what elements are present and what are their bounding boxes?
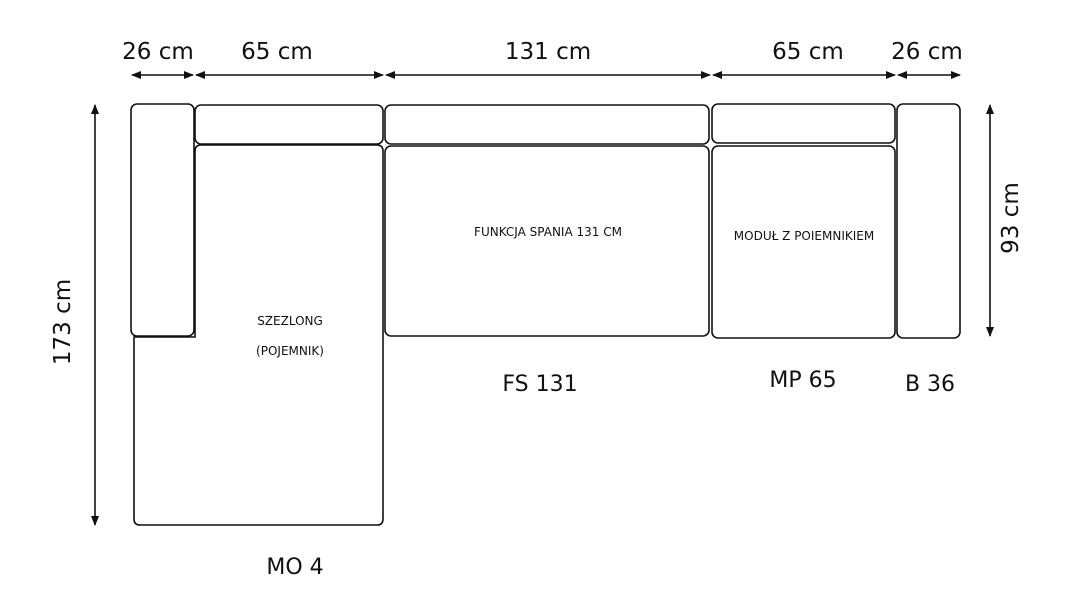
- chaise-seat: [133, 144, 384, 526]
- right-armrest: [896, 103, 961, 339]
- storage-backrest: [711, 103, 896, 144]
- chaise-code: MO 4: [266, 555, 323, 580]
- sleeper-seat: [384, 145, 710, 337]
- storage-code: MP 65: [769, 368, 836, 393]
- sleeper-backrest: [384, 104, 710, 145]
- dim-label: 26 cm: [122, 39, 194, 65]
- storage-label: MODUŁ Z POIEMNIKIEM: [734, 229, 874, 243]
- dim-label: 65 cm: [772, 39, 844, 65]
- sleeper-code: FS 131: [502, 372, 577, 397]
- armrest-code: B 36: [905, 372, 955, 397]
- dim-label: 65 cm: [241, 39, 313, 65]
- left-armrest: [130, 103, 195, 337]
- chaise-label-line1: SZEZLONG: [257, 314, 323, 328]
- storage-seat: [711, 145, 896, 339]
- chaise-label-line2: (POJEMNIK): [256, 344, 324, 358]
- sleeper-label: FUNKCJA SPANIA 131 CM: [474, 225, 622, 239]
- dim-label-total-depth: 173 cm: [50, 279, 76, 365]
- dim-label-seat-depth: 93 cm: [998, 182, 1024, 254]
- dim-label: 131 cm: [505, 39, 591, 65]
- chaise-backrest: [194, 104, 384, 145]
- dim-label: 26 cm: [891, 39, 963, 65]
